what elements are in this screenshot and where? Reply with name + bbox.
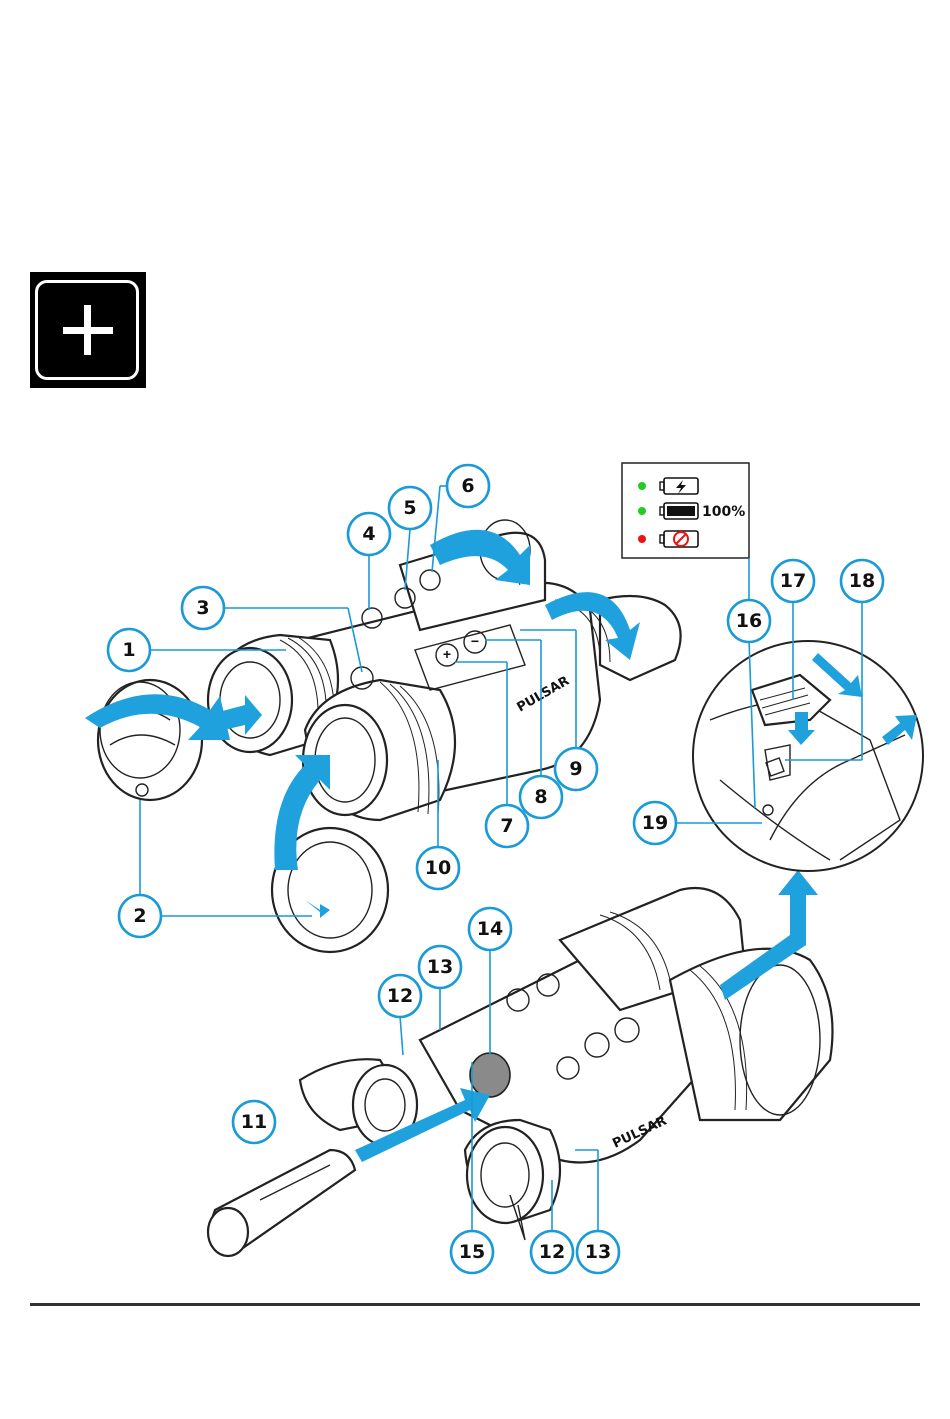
- svg-text:13: 13: [427, 956, 453, 978]
- svg-text:16: 16: [736, 610, 762, 632]
- svg-text:18: 18: [849, 570, 875, 592]
- callout-11: 11: [233, 1101, 275, 1143]
- svg-text:11: 11: [241, 1111, 267, 1133]
- svg-text:2: 2: [133, 905, 146, 927]
- callout-10: 10: [417, 847, 459, 889]
- callout-16: 16: [728, 600, 770, 642]
- svg-text:12: 12: [539, 1241, 565, 1263]
- footer-divider: [30, 1303, 920, 1306]
- callout-18: 18: [841, 560, 883, 602]
- svg-text:7: 7: [500, 815, 513, 837]
- battery-cover: [470, 1053, 510, 1097]
- svg-text:3: 3: [196, 597, 209, 619]
- legend-label-full: 100%: [702, 504, 745, 520]
- svg-text:14: 14: [477, 918, 503, 940]
- callout-13: 13: [419, 946, 461, 988]
- callout-13b: 13: [577, 1231, 619, 1273]
- svg-text:8: 8: [534, 786, 547, 808]
- svg-text:17: 17: [780, 570, 806, 592]
- callout-8: 8: [520, 776, 562, 818]
- legend-dot-3: [638, 535, 646, 543]
- callout-17: 17: [772, 560, 814, 602]
- svg-text:12: 12: [387, 985, 413, 1007]
- svg-text:1: 1: [122, 639, 135, 661]
- svg-text:19: 19: [642, 812, 668, 834]
- callout-19: 19: [634, 802, 676, 844]
- svg-text:15: 15: [459, 1241, 485, 1263]
- svg-text:+: +: [443, 646, 451, 662]
- svg-text:10: 10: [425, 857, 451, 879]
- callout-6: 6: [447, 465, 489, 507]
- callout-7: 7: [486, 805, 528, 847]
- callout-9: 9: [555, 748, 597, 790]
- callout-14: 14: [469, 908, 511, 950]
- callout-3: 3: [182, 587, 224, 629]
- callout-1: 1: [108, 629, 150, 671]
- svg-text:5: 5: [403, 497, 416, 519]
- binocular-top: + − PULSAR: [208, 520, 681, 820]
- callout-4: 4: [348, 513, 390, 555]
- battery-pack: [208, 1150, 355, 1256]
- callout-12: 12: [379, 975, 421, 1017]
- callout-15: 15: [451, 1231, 493, 1273]
- legend-dot-2: [638, 507, 646, 515]
- callout-5: 5: [389, 487, 431, 529]
- svg-text:13: 13: [585, 1241, 611, 1263]
- legend-dot-1: [638, 482, 646, 490]
- callout-12b: 12: [531, 1231, 573, 1273]
- binocular-bottom: PULSAR: [300, 888, 833, 1240]
- svg-text:6: 6: [461, 475, 474, 497]
- svg-text:−: −: [471, 633, 479, 649]
- callout-2: 2: [119, 895, 161, 937]
- svg-text:4: 4: [362, 523, 375, 545]
- battery-legend: 100%: [622, 463, 749, 600]
- detail-view: [693, 641, 923, 871]
- svg-text:9: 9: [569, 758, 582, 780]
